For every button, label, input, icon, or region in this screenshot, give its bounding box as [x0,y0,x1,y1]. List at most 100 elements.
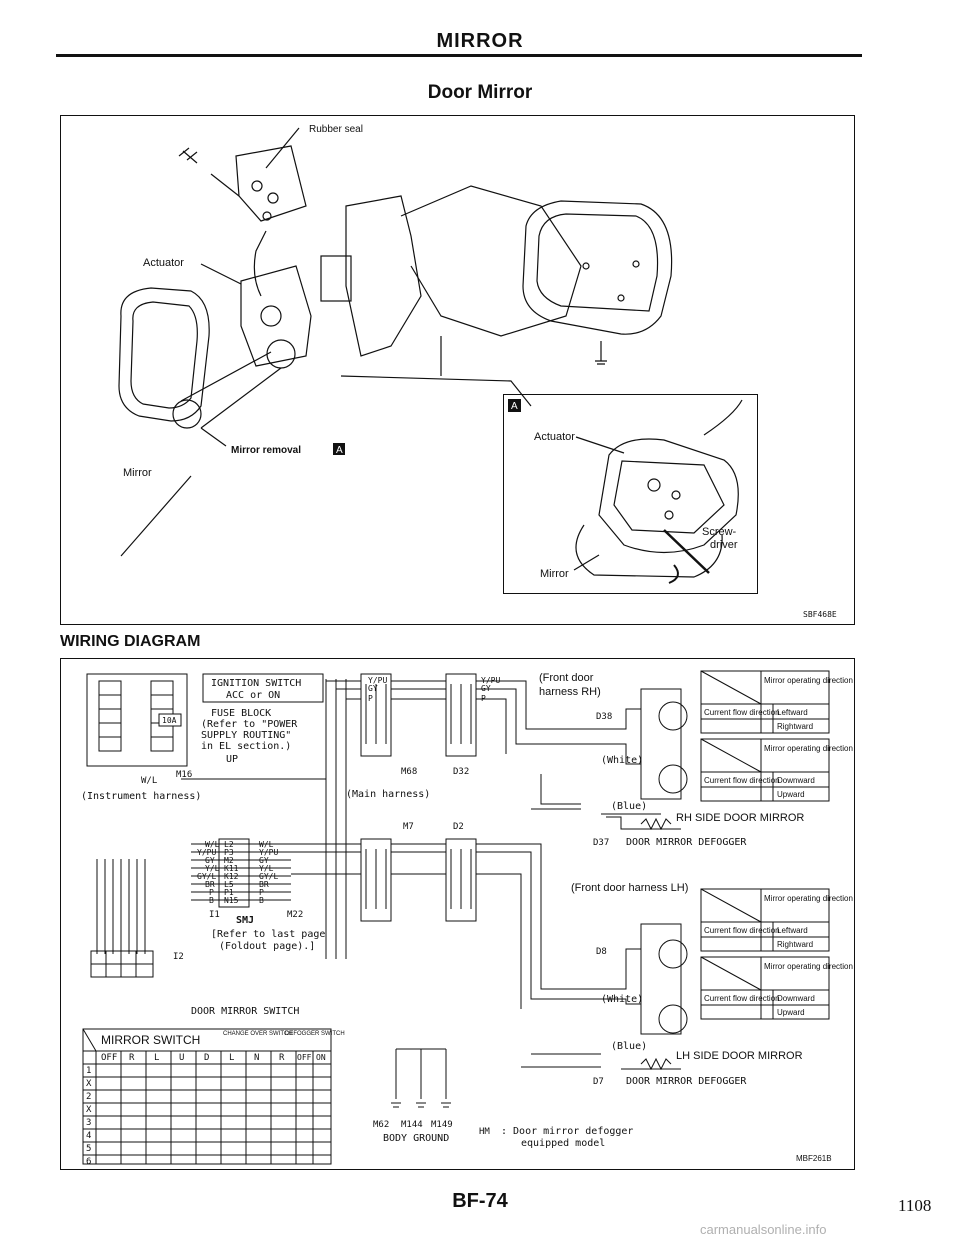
inset-label-mirror: Mirror [540,568,569,580]
wire-top-right-0: Y/PU [481,676,500,685]
label-actuator: Actuator [143,257,184,269]
connector-d32: D32 [453,767,469,777]
inset-marker-label: A [511,401,518,412]
lh-side-label: LH SIDE DOOR MIRROR [676,1050,803,1062]
switch-col-8: OFF [297,1053,312,1062]
wire-top-left-2: P [368,694,373,703]
smj-pin-3: K11 [224,864,239,873]
smj-left-0: W/L [205,840,220,849]
lh-op-header-1: Mirror operating direction [764,894,853,903]
switch-row-2: 2 [86,1092,91,1102]
smj-right-3: Y/L [259,864,274,873]
smj-right-6: P [259,888,264,897]
fuse-routing-label: SUPPLY ROUTING" [201,730,291,741]
rh-op-current-1: Current flow direction [704,708,780,717]
smj-right-5: BR [259,880,269,889]
figure-code: SBF468E [803,610,837,619]
smj-left-4: GY/L [197,872,216,881]
fuse-id-label: 10A [162,716,177,725]
page-number: 1108 [898,1196,932,1215]
smj-left-3: Y/L [205,864,220,873]
door-mirror-switch-label: DOOR MIRROR SWITCH [191,1006,299,1017]
label-mirror-removal: Mirror removal [231,445,301,456]
smj-left-5: BR [205,880,215,889]
switch-row-7: 6 [86,1157,91,1167]
switch-col-4: D [204,1053,209,1063]
switch-col-0: OFF [101,1053,117,1063]
switch-col-2: L [154,1053,159,1063]
switch-col-3: U [179,1053,184,1063]
connector-m144: M144 [401,1120,423,1130]
section-title: Door Mirror [427,82,533,103]
lh-op-leftward: Leftward [777,926,808,935]
label-mirror: Mirror [123,467,152,479]
smj-pin-5: L5 [224,880,234,889]
connector-m68: M68 [401,767,417,777]
front-door-lh-label: (Front door harness LH) [571,882,688,894]
inset-drawing: A Actuator Screw- driver Mirror [508,399,743,584]
instrument-harness-label: (Instrument harness) [81,791,201,802]
smj-refer-label: [Refer to last page [211,929,325,940]
wiring-title: WIRING DIAGRAM [60,633,201,650]
defogger-switch-label: DEFOGGER SWITCH [285,1031,345,1037]
body-ground-label: BODY GROUND [383,1133,449,1144]
connector-d38: D38 [596,712,612,722]
header-title: MIRROR [436,30,524,52]
rh-side-label: RH SIDE DOOR MIRROR [676,812,804,824]
switch-row-5: 4 [86,1131,91,1141]
connector-d2: D2 [453,822,464,832]
front-door-rh-2: harness RH) [539,686,601,698]
lh-op-current-2: Current flow direction [704,994,780,1003]
rh-op-header-1: Mirror operating direction [764,676,853,685]
page-code: BF-74 [452,1190,508,1212]
smj-left-2: GY [205,856,215,865]
inset-marker-box [508,399,521,412]
connector-i2: I2 [173,952,184,962]
exploded-view-figure: Rubber seal Actuator Mirror removal A Mi… [60,115,855,625]
rh-op-rightward: Rightward [777,722,813,731]
wiring-code: MBF261B [796,1154,832,1163]
inset-label-driver: driver [710,539,738,551]
connector-hm: HM [479,1127,490,1137]
inset-figure-a: A Actuator Screw- driver Mirror [503,394,758,594]
smj-left-1: Y/PU [197,848,216,857]
rh-defogger-label: DOOR MIRROR DEFOGGER [626,837,747,848]
switch-row-0: 1 [86,1066,91,1076]
smj-pin-1: P3 [224,848,234,857]
smj-right-4: GY/L [259,872,278,881]
wire-top-left-1: GY [368,684,378,693]
smj-right-2: GY [259,856,269,865]
smj-pin-4: K12 [224,872,239,881]
switch-col-6: N [254,1053,259,1063]
rh-white-label: (White) [601,755,643,766]
mirror-switch-title: MIRROR SWITCH [101,1033,200,1047]
connector-m149: M149 [431,1120,453,1130]
fuse-block-label: FUSE BLOCK [211,708,271,719]
hm-note-1: : Door mirror defogger [501,1126,633,1137]
exploded-view-drawing: Rubber seal Actuator Mirror removal A Mi… [118,124,837,619]
smj-foldout-label: (Foldout page).] [219,941,315,952]
wire-top-right-1: GY [481,684,491,693]
lh-op-current-1: Current flow direction [704,926,780,935]
marker-a-label: A [336,445,343,456]
connector-m7: M7 [403,822,414,832]
fuse-refer-label: (Refer to "POWER [201,719,298,730]
smj-left-7: B [209,896,214,905]
smj-pin-0: L2 [224,840,234,849]
smj-pin-6: P1 [224,888,234,897]
main-harness-label: (Main harness) [346,789,430,800]
rh-op-leftward: Leftward [777,708,808,717]
connector-d7: D7 [593,1077,604,1087]
smj-label: SMJ [236,915,254,926]
lh-op-rightward: Rightward [777,940,813,949]
rh-op-downward: Downward [777,776,815,785]
inset-label-actuator: Actuator [534,431,575,443]
switch-col-9: ON [316,1053,326,1062]
switch-row-1: X [86,1079,92,1089]
header-rule [56,54,862,57]
ignition-acc-label: ACC or ON [226,690,280,701]
switch-col-1: R [129,1053,135,1063]
connector-m22: M22 [287,910,303,920]
rh-op-header-2: Mirror operating direction [764,744,853,753]
front-door-rh-1: (Front door [539,672,594,684]
